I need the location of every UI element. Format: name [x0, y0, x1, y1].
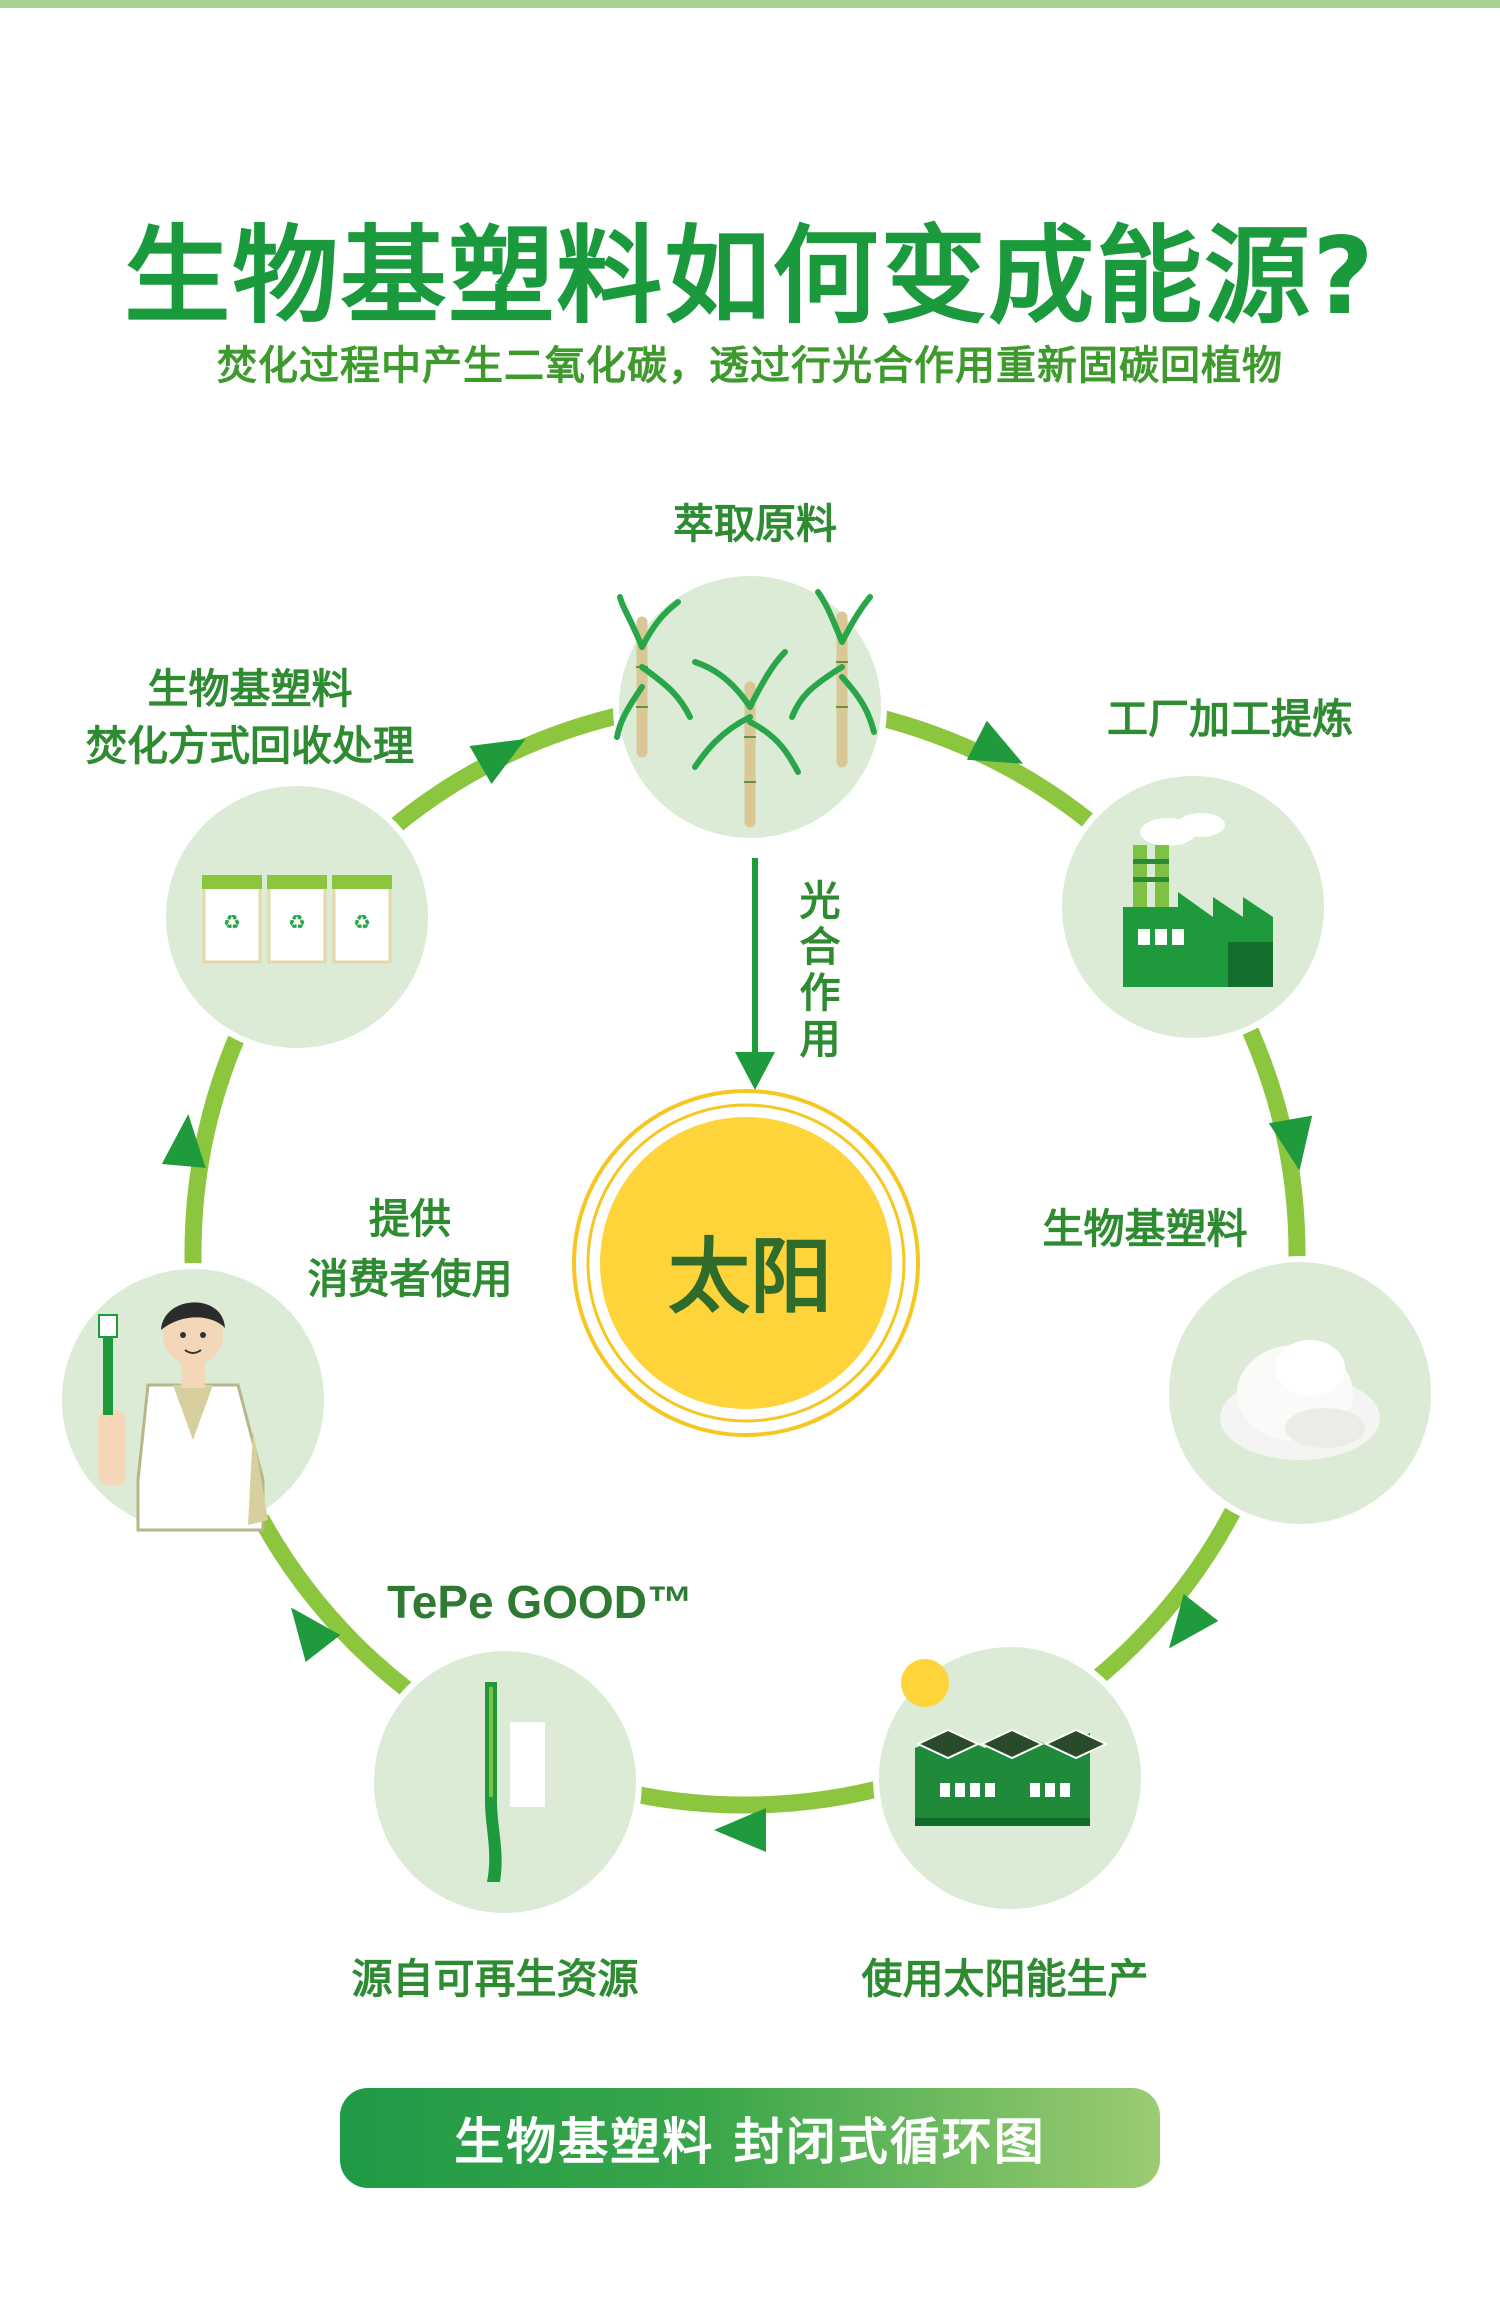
legend-banner: 生物基塑料 封闭式循环图: [340, 2088, 1160, 2188]
node-factory: [1059, 773, 1327, 1041]
brand-label: TePe GOOD™: [375, 1575, 705, 1629]
stage-label-extract: 萃取原料: [650, 490, 860, 550]
sun-label: 太阳: [600, 1210, 900, 1329]
ring-arrow-4: [714, 1808, 766, 1852]
node-solar: [876, 1644, 1144, 1912]
svg-text:♻: ♻: [223, 910, 241, 934]
stage-label-consumer-1: 提供: [300, 1185, 520, 1245]
node-incineration: ♻ ♻ ♻: [163, 783, 431, 1051]
recycle-bins-icon: ♻ ♻ ♻: [202, 875, 392, 962]
stage-label-factory: 工厂加工提炼: [1080, 685, 1380, 745]
stage-label-consumer-2: 消费者使用: [280, 1245, 540, 1305]
stage-label-bioplastic: 生物基塑料: [1020, 1195, 1270, 1255]
node-bioplastic: [1166, 1259, 1434, 1527]
stage-label-renewable: 源自可再生资源: [330, 1945, 660, 2005]
stage-label-incineration-2: 焚化方式回收处理: [55, 712, 445, 772]
node-renewable: [371, 1648, 639, 1916]
svg-text:♻: ♻: [353, 910, 371, 934]
stage-label-solar: 使用太阳能生产: [840, 1945, 1170, 2005]
photosynthesis-label: 光合作用: [795, 878, 845, 1062]
node-consumer: [59, 1266, 327, 1534]
legend-text: 生物基塑料 封闭式循环图: [454, 2102, 1045, 2174]
photosynthesis-arrow: [735, 858, 775, 1090]
stage-label-incineration-1: 生物基塑料: [120, 655, 380, 715]
svg-text:♻: ♻: [288, 910, 306, 934]
node-extract: [616, 573, 884, 841]
